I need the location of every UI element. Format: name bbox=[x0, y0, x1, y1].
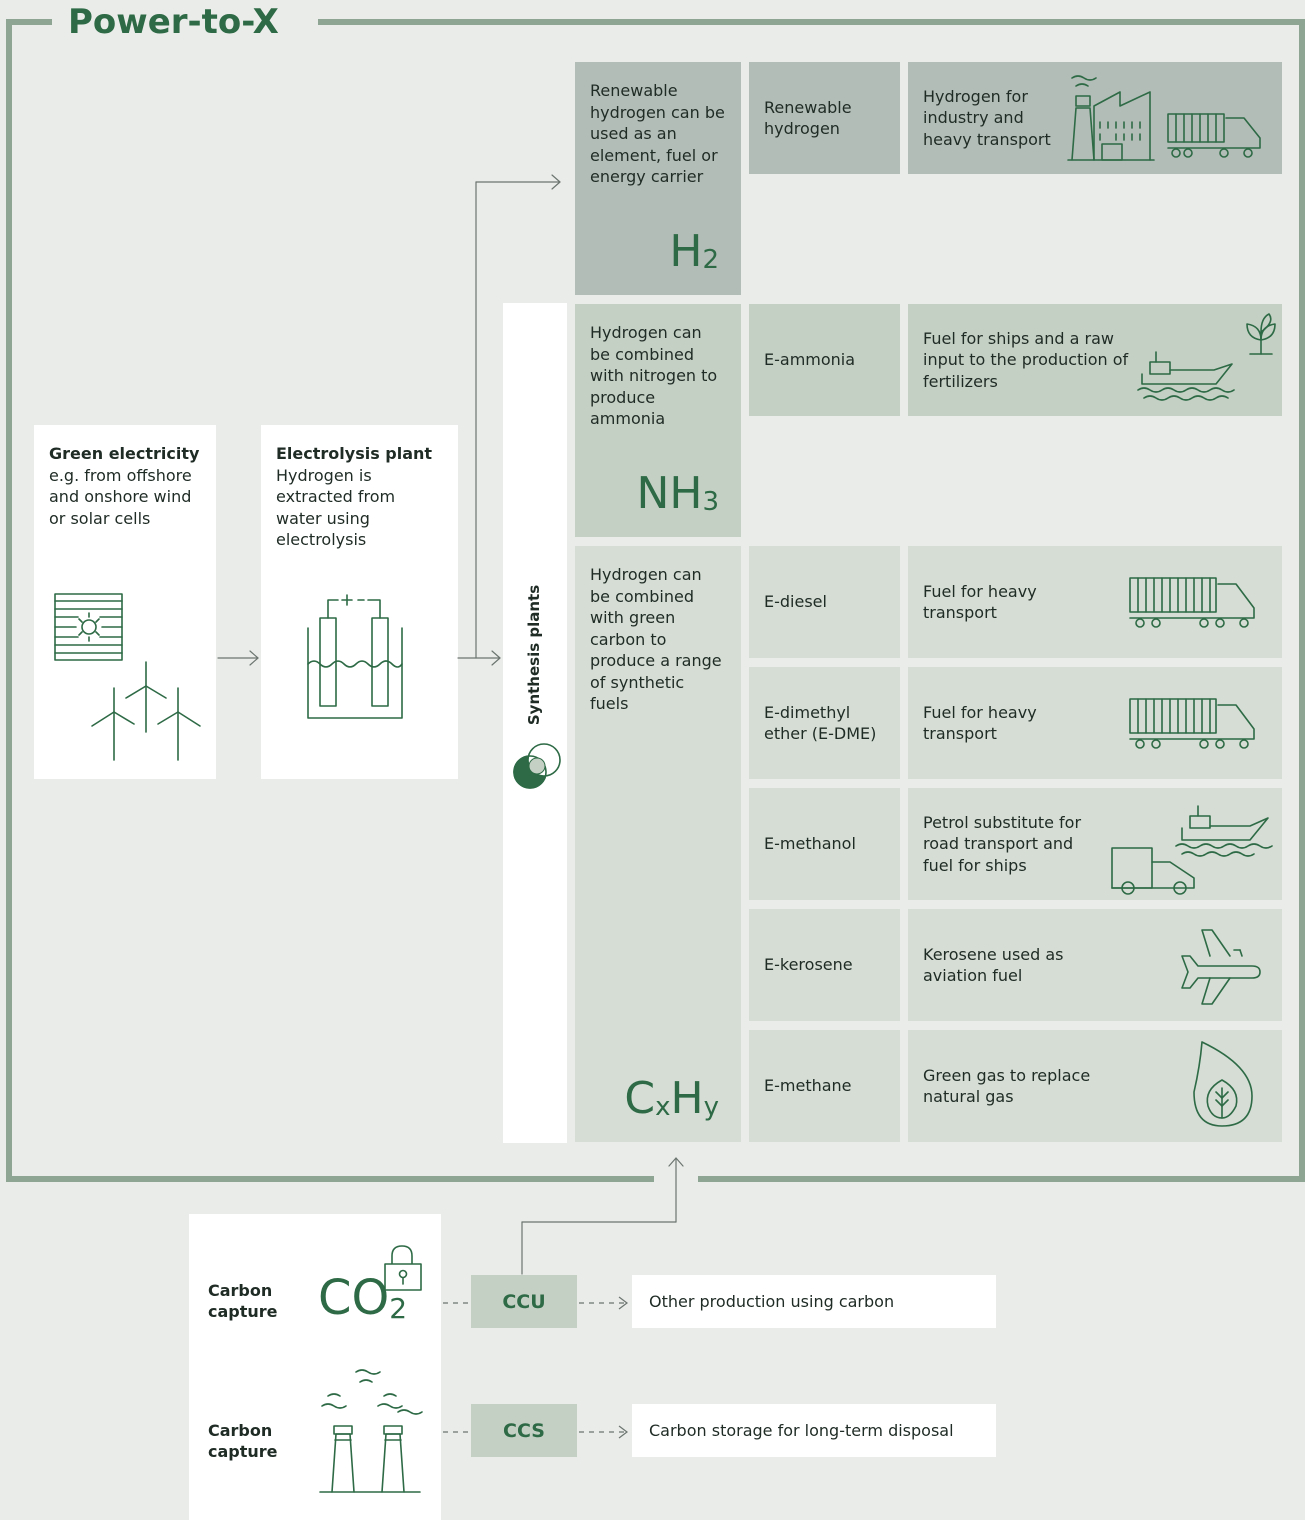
h2-description: Renewable hydrogen can be used as an ele… bbox=[590, 81, 725, 186]
product-use-box: Kerosene used as aviation fuel bbox=[908, 909, 1282, 1021]
ccs-pill: CCS bbox=[471, 1404, 577, 1457]
product-use-box: Fuel for heavy transport bbox=[908, 546, 1282, 658]
product-name-box: E-methanol bbox=[749, 788, 900, 900]
padlock-icon bbox=[384, 1245, 422, 1291]
co2-sub: 2 bbox=[389, 1292, 408, 1326]
product-name: E-ammonia bbox=[764, 350, 856, 370]
product-name: E-methanol bbox=[764, 834, 856, 854]
h2-formula-sub: 2 bbox=[702, 245, 719, 275]
smokestacks-icon bbox=[319, 1369, 423, 1493]
product-use: Petrol substitute for road transport and… bbox=[923, 812, 1082, 875]
product-name-box: E-ammonia bbox=[749, 304, 900, 416]
dashed-arrow-ccu-right bbox=[579, 1296, 628, 1310]
h2-formula: H2 bbox=[669, 227, 719, 285]
ccs-destination-text: Carbon storage for long-term disposal bbox=[649, 1421, 954, 1440]
green-electricity-text: e.g. from offshore and onshore wind or s… bbox=[49, 465, 192, 528]
product-name-box: E-kerosene bbox=[749, 909, 900, 1021]
nh3-formula-sub: 3 bbox=[702, 487, 719, 517]
product-use: Green gas to replace natural gas bbox=[923, 1065, 1091, 1107]
frame-top-left bbox=[6, 19, 56, 25]
green-electricity-box: Green electricity e.g. from offshore and… bbox=[34, 425, 216, 779]
carbon-capture-label-2: Carbon capture bbox=[208, 1421, 278, 1461]
electrolysis-box: Electrolysis plant Hydrogen is extracted… bbox=[261, 425, 458, 779]
airplane-icon bbox=[1181, 929, 1261, 1005]
co2-main: CO bbox=[318, 1270, 390, 1326]
ccu-pill: CCU bbox=[471, 1275, 577, 1328]
frame-top-right bbox=[318, 19, 1305, 25]
product-use-box: Fuel for ships and a raw input to the pr… bbox=[908, 304, 1282, 416]
green-electricity-heading: Green electricity bbox=[49, 444, 200, 463]
cxhy-formula-c: C bbox=[624, 1073, 656, 1124]
factory-truck-icon bbox=[1067, 75, 1261, 161]
truck-icon bbox=[1129, 698, 1255, 749]
synthesis-plants-label: Synthesis plants bbox=[525, 584, 543, 726]
solar-panel-icon bbox=[54, 593, 123, 661]
product-use: Hydrogen for industry and heavy transpor… bbox=[923, 86, 1051, 149]
arrow-to-electrolysis bbox=[217, 650, 259, 666]
dashed-arrow-ccs-right bbox=[579, 1425, 628, 1439]
product-name-box: E-dimethyl ether (E-DME) bbox=[749, 667, 900, 779]
nh3-description: Hydrogen can be combined with nitrogen t… bbox=[590, 323, 718, 428]
venn-circles-icon bbox=[513, 743, 561, 789]
carbon-capture-label-1: Carbon capture bbox=[208, 1281, 278, 1321]
product-use-box: Green gas to replace natural gas bbox=[908, 1030, 1282, 1142]
electrolysis-text: Hydrogen is extracted from water using e… bbox=[276, 465, 396, 550]
cxhy-formula-x: x bbox=[655, 1092, 671, 1122]
dashed-connector-ccu-left bbox=[443, 1302, 469, 1304]
dashed-connector-ccs-left bbox=[443, 1431, 469, 1433]
product-use: Fuel for heavy transport bbox=[923, 702, 1037, 744]
frame-left bbox=[6, 19, 12, 1182]
frame-right bbox=[1299, 19, 1305, 1182]
product-name: E-kerosene bbox=[764, 955, 853, 975]
ship-plant-icon bbox=[1137, 313, 1276, 401]
product-use: Fuel for heavy transport bbox=[923, 581, 1037, 623]
product-name: E-diesel bbox=[764, 592, 827, 612]
product-use: Fuel for ships and a raw input to the pr… bbox=[923, 328, 1129, 391]
product-name: E-methane bbox=[764, 1076, 852, 1096]
page-title: Power-to-X bbox=[52, 0, 295, 46]
frame-bottom-right bbox=[698, 1176, 1305, 1182]
cxhy-formula: CxHy bbox=[624, 1074, 719, 1132]
arrow-to-synthesis bbox=[457, 174, 561, 666]
cxhy-description: Hydrogen can be combined with green carb… bbox=[590, 565, 722, 713]
frame-bottom-left bbox=[6, 1176, 654, 1182]
nh3-formula: NH3 bbox=[636, 469, 719, 527]
product-use: Kerosene used as aviation fuel bbox=[923, 944, 1064, 986]
h2-group: Renewable hydrogen can be used as an ele… bbox=[575, 62, 741, 295]
cxhy-formula-y: y bbox=[703, 1092, 719, 1122]
ccu-destination-box: Other production using carbon bbox=[632, 1275, 996, 1328]
h2-formula-main: H bbox=[669, 226, 703, 277]
cxhy-formula-h: H bbox=[670, 1073, 704, 1124]
product-name: Renewable hydrogen bbox=[764, 97, 852, 139]
electrolysis-cell-icon bbox=[307, 594, 403, 719]
electrolysis-heading: Electrolysis plant bbox=[276, 444, 433, 463]
wind-turbines-icon bbox=[91, 661, 201, 761]
cxhy-group: Hydrogen can be combined with green carb… bbox=[575, 546, 741, 1142]
product-name-box: E-diesel bbox=[749, 546, 900, 658]
product-name: E-dimethyl ether (E-DME) bbox=[764, 702, 877, 744]
product-name-box: E-methane bbox=[749, 1030, 900, 1142]
product-use-box: Fuel for heavy transport bbox=[908, 667, 1282, 779]
product-use-box: Hydrogen for industry and heavy transpor… bbox=[908, 62, 1282, 174]
truck-icon bbox=[1129, 577, 1255, 628]
arrow-ccu-to-cxhy bbox=[521, 1157, 684, 1275]
flame-leaf-icon bbox=[1193, 1041, 1253, 1127]
ccs-destination-box: Carbon storage for long-term disposal bbox=[632, 1404, 996, 1457]
product-name-box: Renewable hydrogen bbox=[749, 62, 900, 174]
nh3-group: Hydrogen can be combined with nitrogen t… bbox=[575, 304, 741, 537]
ship-van-icon bbox=[1111, 805, 1273, 895]
product-use-box: Petrol substitute for road transport and… bbox=[908, 788, 1282, 900]
co2-lock-graphic: CO2 bbox=[318, 1268, 428, 1336]
ccu-destination-text: Other production using carbon bbox=[649, 1292, 895, 1311]
nh3-formula-main: NH bbox=[636, 468, 703, 519]
synthesis-plants-bar bbox=[503, 303, 567, 1143]
